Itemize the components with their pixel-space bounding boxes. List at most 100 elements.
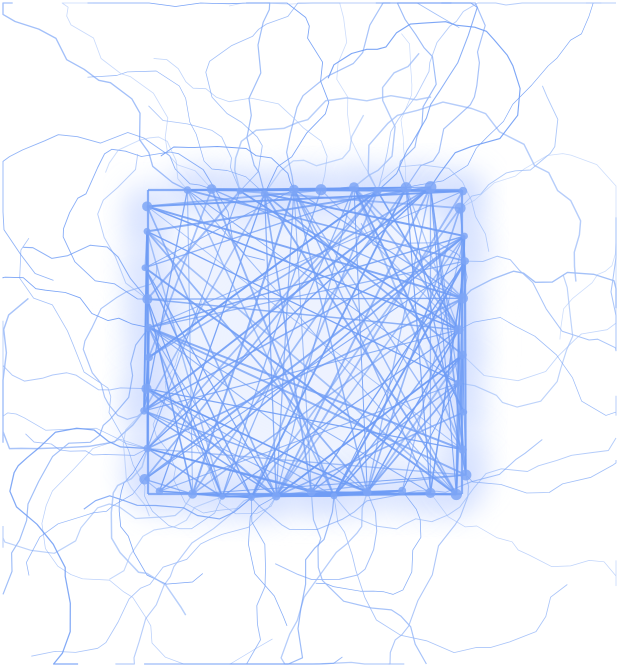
network-edge bbox=[158, 193, 266, 492]
tendril-path bbox=[377, 2, 616, 192]
network-node bbox=[458, 350, 467, 360]
network-edge bbox=[146, 205, 464, 300]
tendril-path bbox=[462, 270, 617, 309]
network-edge bbox=[146, 230, 368, 493]
tendril-path bbox=[2, 365, 147, 391]
network-node bbox=[142, 201, 153, 212]
network-edge bbox=[147, 298, 459, 331]
network-edge bbox=[405, 187, 467, 476]
tendril-path bbox=[2, 297, 145, 450]
tendril-path bbox=[430, 492, 617, 587]
network-edge bbox=[146, 186, 431, 450]
network-node bbox=[155, 487, 164, 495]
tendril-path bbox=[315, 490, 422, 595]
network-node bbox=[398, 486, 407, 495]
inner-edges bbox=[143, 186, 467, 499]
network-edge bbox=[144, 235, 466, 481]
tendril-path bbox=[2, 132, 212, 281]
network-edge bbox=[353, 186, 464, 299]
tendril-path bbox=[160, 146, 295, 190]
network-edge bbox=[275, 186, 432, 497]
network-edge bbox=[148, 260, 466, 329]
network-edge bbox=[192, 474, 466, 495]
network-edge bbox=[159, 382, 459, 492]
tendril-path bbox=[115, 497, 252, 665]
tendril-path bbox=[87, 2, 330, 194]
tendril-path bbox=[310, 491, 427, 665]
network-edge bbox=[144, 478, 193, 495]
tendril-path bbox=[2, 276, 149, 329]
tendril-path bbox=[465, 460, 617, 494]
network-edge bbox=[148, 235, 465, 329]
network-edge bbox=[405, 187, 460, 331]
network-node bbox=[141, 264, 149, 272]
network-edge bbox=[143, 231, 149, 411]
network-node bbox=[219, 493, 226, 500]
network-node bbox=[424, 181, 437, 193]
tendril-path bbox=[251, 439, 543, 531]
tendril-path bbox=[9, 427, 148, 665]
tendril-path bbox=[97, 154, 148, 300]
tendril-path bbox=[377, 164, 490, 252]
network-node bbox=[289, 184, 299, 195]
tendril-path bbox=[229, 2, 378, 192]
network-node bbox=[457, 293, 468, 304]
network-node bbox=[454, 202, 466, 214]
tendril-path bbox=[152, 382, 252, 514]
network-edge bbox=[148, 327, 431, 494]
tendril-path bbox=[285, 2, 391, 190]
network-node bbox=[206, 184, 217, 194]
network-node bbox=[144, 323, 153, 332]
network-edge bbox=[143, 410, 368, 493]
network-node bbox=[143, 444, 152, 453]
network-edge bbox=[146, 205, 463, 450]
network-node bbox=[143, 227, 151, 235]
tendril-path bbox=[164, 300, 277, 515]
tendril-path bbox=[458, 274, 574, 408]
network-edge bbox=[144, 267, 277, 497]
network-edge bbox=[146, 230, 459, 384]
network-edge bbox=[144, 266, 457, 496]
tendril-path bbox=[333, 437, 617, 530]
tendril-path bbox=[122, 410, 150, 517]
tendril-path bbox=[83, 495, 252, 520]
tendril-path bbox=[274, 491, 378, 581]
tendril-path bbox=[105, 136, 188, 191]
network-edge bbox=[264, 193, 464, 356]
tendril-path bbox=[2, 493, 194, 554]
network-node bbox=[460, 469, 472, 481]
network-edge bbox=[144, 189, 295, 269]
network-edge bbox=[148, 327, 368, 493]
tendril-path bbox=[205, 2, 460, 192]
tendril-path bbox=[87, 70, 265, 195]
network-edge bbox=[143, 410, 312, 493]
network-edge bbox=[146, 190, 379, 450]
tendril-path bbox=[82, 264, 158, 420]
network-edge bbox=[145, 387, 277, 498]
tendril-path bbox=[367, 101, 582, 282]
network-node bbox=[458, 445, 467, 454]
network-edge bbox=[250, 207, 461, 499]
network-node bbox=[236, 187, 244, 195]
network-node bbox=[330, 492, 338, 500]
network-node bbox=[271, 492, 281, 501]
tendril-path bbox=[61, 2, 212, 190]
network-edge bbox=[353, 186, 460, 331]
network-edge bbox=[275, 189, 295, 497]
tendril-path bbox=[264, 114, 365, 195]
network-node bbox=[141, 383, 152, 394]
network-node bbox=[362, 487, 372, 497]
network-edge bbox=[275, 235, 466, 497]
network-node bbox=[450, 488, 462, 501]
network-node bbox=[183, 186, 192, 194]
network-edge bbox=[293, 189, 464, 450]
tendril-path bbox=[23, 244, 148, 300]
network-edge bbox=[143, 329, 459, 412]
tendril-path bbox=[25, 433, 148, 456]
network-edge bbox=[148, 326, 467, 476]
network-node bbox=[349, 182, 359, 193]
tendril-path bbox=[109, 496, 223, 580]
